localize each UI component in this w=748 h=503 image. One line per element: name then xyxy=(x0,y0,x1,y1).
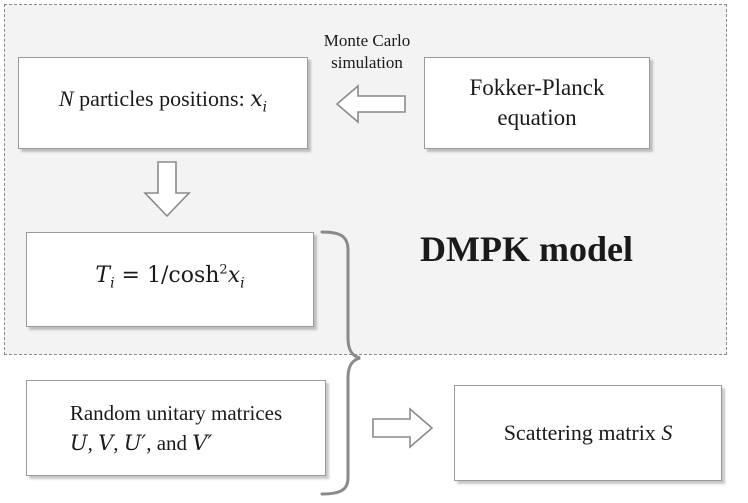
particles-positions-box: N particles positions: xi xyxy=(18,57,308,149)
transmission-rhs: x xyxy=(227,263,241,289)
unitary-u-prime: U′ xyxy=(123,431,147,455)
arrow-right-icon xyxy=(372,407,434,449)
scattering-text: Scattering matrix xyxy=(503,420,662,445)
random-unitary-box: Random unitary matrices U, V, U′, and V′ xyxy=(26,380,326,476)
arrow-left-icon xyxy=(335,84,406,124)
arrow-down-icon xyxy=(143,161,191,218)
particles-position-var: x xyxy=(250,86,263,112)
transmission-lhs: T xyxy=(95,263,111,289)
unitary-sep2: , xyxy=(113,431,124,455)
scattering-symbol: S xyxy=(661,420,673,445)
monte-carlo-label: Monte Carlo simulation xyxy=(308,30,426,74)
fokker-planck-line2: equation xyxy=(497,105,577,130)
curly-brace-icon xyxy=(320,230,361,496)
unitary-sep3: , and xyxy=(146,431,193,455)
particles-position-sub: i xyxy=(262,99,268,116)
transmission-eq: = 1/cosh xyxy=(114,263,220,289)
transmission-box: Ti = 1/cosh2xi xyxy=(26,232,314,327)
fokker-planck-box: Fokker-Planck equation xyxy=(424,57,650,149)
transmission-sup: 2 xyxy=(219,262,228,278)
random-unitary-line1: Random unitary matrices xyxy=(69,401,283,425)
dmpk-model-label: DMPK model xyxy=(420,229,633,269)
unitary-v: V xyxy=(98,431,114,455)
particles-count-symbol: N xyxy=(58,85,74,111)
transmission-lhs-sub: i xyxy=(110,275,115,292)
transmission-rhs-sub: i xyxy=(240,275,245,292)
monte-carlo-line2: simulation xyxy=(331,53,403,72)
scattering-matrix-box: Scattering matrix S xyxy=(454,385,722,481)
unitary-v-prime: V′ xyxy=(192,431,213,455)
particles-text: particles positions: xyxy=(73,85,251,111)
monte-carlo-line1: Monte Carlo xyxy=(323,31,411,50)
unitary-u: U xyxy=(69,431,88,455)
unitary-sep1: , xyxy=(87,431,99,455)
fokker-planck-line1: Fokker-Planck xyxy=(469,75,605,100)
